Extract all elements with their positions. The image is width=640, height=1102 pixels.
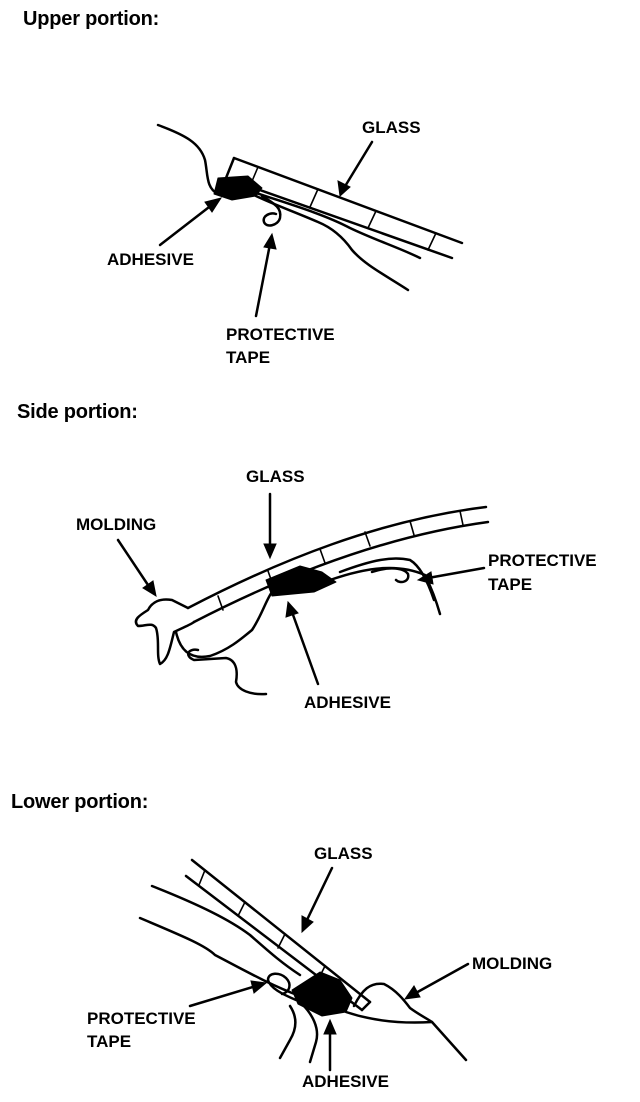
side-molding-label: MOLDING	[76, 515, 157, 534]
lower-glass-arrow	[304, 866, 334, 924]
lower-tape-arrow	[188, 984, 258, 1008]
side-protective-tape	[370, 567, 410, 584]
side-portion-drawing	[116, 492, 490, 696]
lower-body-panel	[300, 1002, 319, 1064]
lower-portion-drawing	[138, 858, 470, 1072]
upper-glass	[224, 156, 464, 260]
lower-molding	[352, 982, 468, 1062]
lower-molding-inner	[344, 1010, 434, 1024]
side-adhesive-label: ADHESIVE	[304, 693, 391, 712]
upper-tape-arrow	[254, 242, 272, 318]
side-adhesive-arrow	[290, 610, 320, 686]
lower-adhesive-label: ADHESIVE	[302, 1072, 389, 1091]
lower-cowl-panel	[150, 884, 302, 977]
side-body-panel	[174, 590, 274, 659]
side-inner-panel-2	[338, 557, 436, 602]
side-molding	[134, 598, 196, 666]
lower-cowl-panel-2	[138, 916, 302, 998]
upper-inner-panel	[254, 194, 410, 292]
upper-glass-arrow	[342, 140, 374, 190]
lower-body-panel-2	[278, 1004, 297, 1060]
side-protective-tape-label-line1: PROTECTIVE	[488, 551, 597, 570]
upper-protective-tape-label-line2: TAPE	[226, 348, 271, 367]
upper-protective-tape-label-line1: PROTECTIVE	[226, 325, 335, 344]
side-molding-arrow	[116, 538, 152, 590]
side-glass	[186, 505, 490, 624]
upper-inner-flange	[246, 188, 422, 260]
upper-adhesive-label: ADHESIVE	[107, 250, 194, 269]
upper-portion-heading: Upper portion:	[23, 8, 160, 30]
lower-protective-tape	[266, 972, 298, 1002]
upper-adhesive-bead	[213, 175, 263, 201]
side-protective-tape-label-line2: TAPE	[488, 575, 533, 594]
side-glass-label: GLASS	[246, 467, 305, 486]
upper-portion-drawing	[156, 123, 464, 318]
side-lower-flange	[186, 648, 268, 696]
upper-adhesive-arrow	[158, 202, 215, 247]
lower-glass-label: GLASS	[314, 844, 373, 863]
side-adhesive-bead	[265, 565, 337, 597]
lower-protective-tape-label-line2: TAPE	[87, 1032, 132, 1051]
upper-roof-panel	[156, 123, 220, 196]
side-inner-panel	[328, 566, 442, 616]
lower-molding-arrow	[412, 962, 470, 996]
lower-molding-label: MOLDING	[472, 954, 553, 973]
side-portion-heading: Side portion:	[17, 401, 138, 423]
lower-protective-tape-label-line1: PROTECTIVE	[87, 1009, 196, 1028]
lower-adhesive-bead	[291, 971, 353, 1017]
lower-portion-heading: Lower portion:	[11, 791, 149, 813]
upper-glass-label: GLASS	[362, 118, 421, 137]
upper-protective-tape	[260, 194, 282, 227]
side-tape-arrow	[426, 566, 486, 580]
